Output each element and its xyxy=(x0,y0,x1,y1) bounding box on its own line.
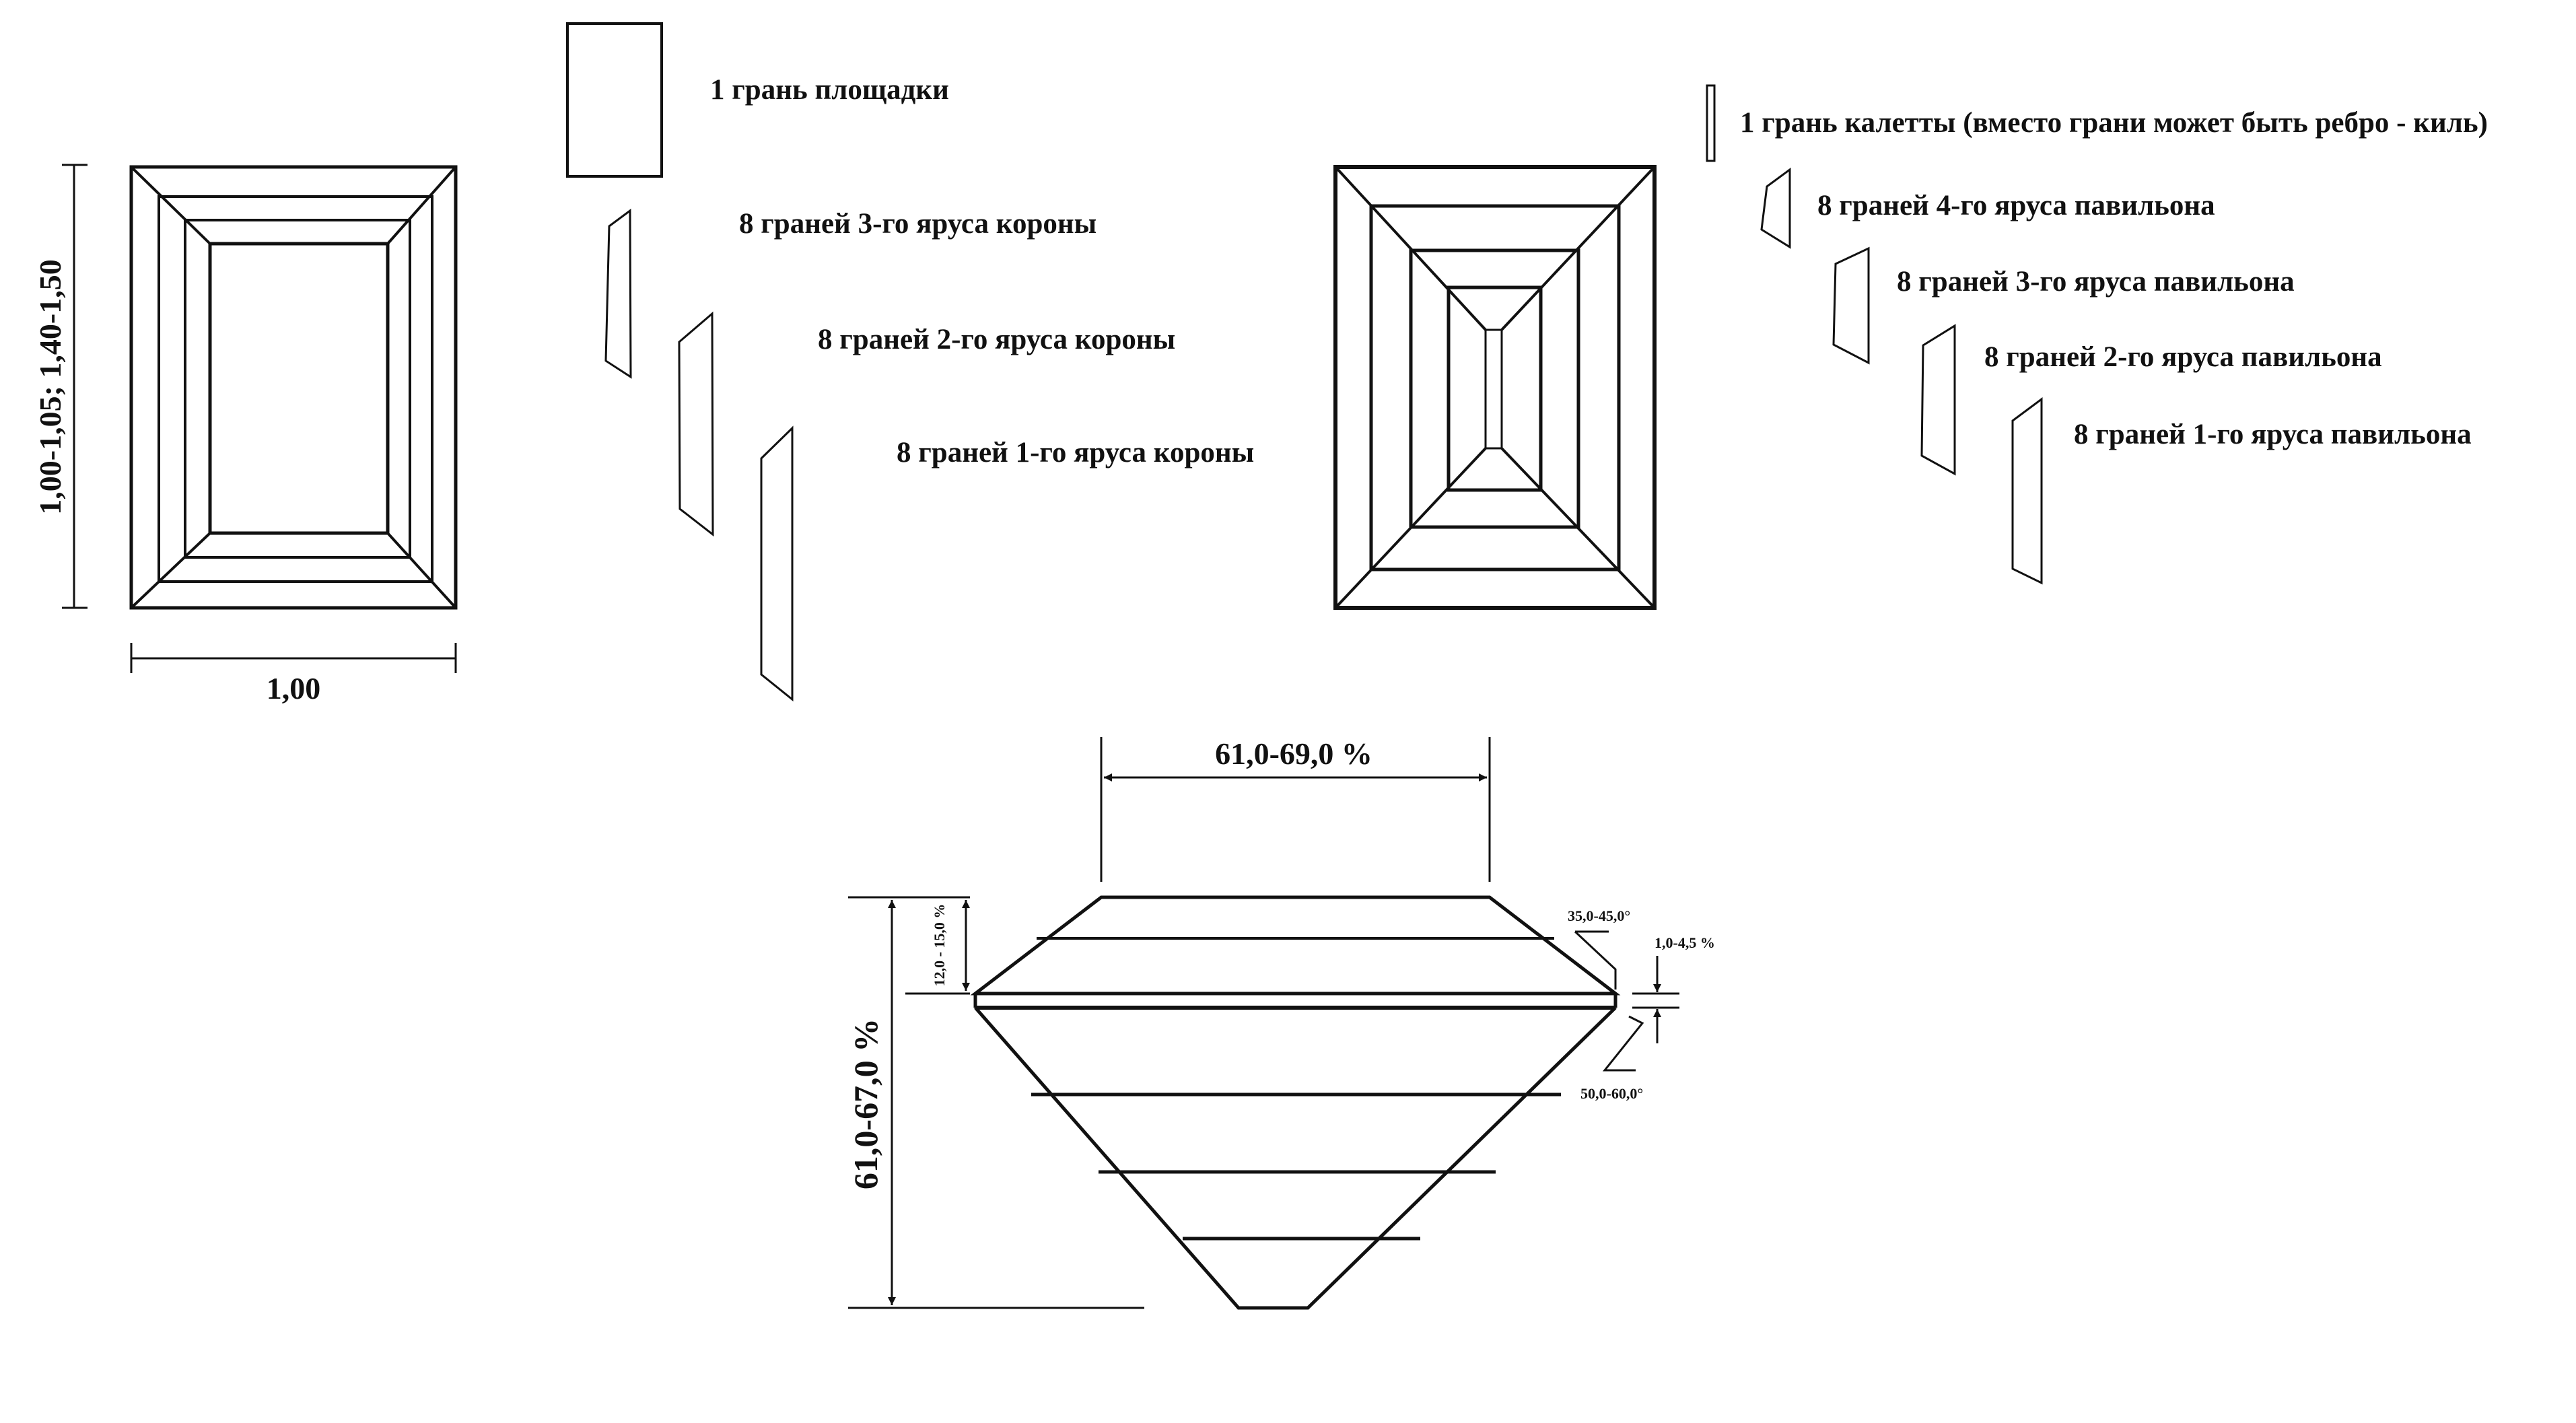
table-width-label: 61,0-69,0 % xyxy=(1215,736,1372,771)
pavilion-facet-label: 8 граней 4-го яруса павильона xyxy=(1817,190,2215,221)
crown-angle-label: 35,0-45,0° xyxy=(1568,907,1630,924)
crown-facet-label: 8 граней 3-го яруса короны xyxy=(739,208,1096,240)
crown-tier2-facet-shape xyxy=(678,311,714,537)
pavilion-tier2-facet-shape xyxy=(1920,324,1956,476)
table-width-dimension: 61,0-69,0 % xyxy=(1100,736,1491,882)
crown-width-label: 1,00 xyxy=(267,671,321,705)
total-depth-label: 61,0-67,0 % xyxy=(847,1018,884,1189)
pavilion-facet-labels: 1 грань калетты (вместо грани может быть… xyxy=(1740,107,2488,450)
pavilion-facet-label: 8 граней 3-го яруса павильона xyxy=(1897,266,2295,298)
crown-facet-label: 1 грань площадки xyxy=(710,74,949,106)
crown-width-dimension: 1,00 xyxy=(130,643,457,705)
crown-facet-label: 8 граней 1-го яруса короны xyxy=(897,437,1254,468)
crown-height-dimension-profile: 12,0 - 15,0 % xyxy=(905,900,970,995)
pavilion-tier4-facet-shape xyxy=(1760,168,1791,249)
girdle-thickness-label: 1,0-4,5 % xyxy=(1655,934,1715,951)
table-facet-shape xyxy=(566,22,663,178)
pavilion-facet-shapes xyxy=(1706,84,2043,585)
crown-tier3-facet-shape xyxy=(604,209,632,379)
crown-angle-annotation: 35,0-45,0° xyxy=(1568,907,1630,990)
crown-facet-labels: 1 грань площадки 8 граней 3-го яруса кор… xyxy=(710,74,1254,468)
pavilion-facet-label: 1 грань калетты (вместо грани может быть… xyxy=(1740,107,2488,139)
pavilion-tier1-facet-shape xyxy=(2011,397,2043,585)
pavilion-facet-label: 8 граней 2-го яруса павильона xyxy=(1984,341,2382,373)
profile-side-view xyxy=(970,895,1621,1310)
culet-facet-shape xyxy=(1706,84,1716,162)
pavilion-angle-label: 50,0-60,0° xyxy=(1580,1085,1643,1102)
total-depth-dimension: 61,0-67,0 % xyxy=(847,896,1144,1309)
pavilion-facet-label: 8 граней 1-го яруса павильона xyxy=(2074,419,2472,450)
pavilion-bottom-view xyxy=(1333,165,1657,610)
crown-facet-shapes xyxy=(566,22,794,702)
girdle-thickness-annotation: 1,0-4,5 % xyxy=(1632,934,1715,1043)
crown-height-label: 12,0 - 15,0 % xyxy=(931,904,948,987)
crown-tier1-facet-shape xyxy=(760,425,794,702)
crown-facet-label: 8 граней 2-го яруса короны xyxy=(818,324,1175,355)
crown-height-label: 1,00-1,05; 1,40-1,50 xyxy=(33,259,67,514)
crown-top-view xyxy=(129,165,458,610)
crown-height-dimension: 1,00-1,05; 1,40-1,50 xyxy=(33,164,88,609)
pavilion-tier3-facet-shape xyxy=(1832,246,1870,365)
pavilion-angle-annotation: 50,0-60,0° xyxy=(1580,1015,1644,1102)
